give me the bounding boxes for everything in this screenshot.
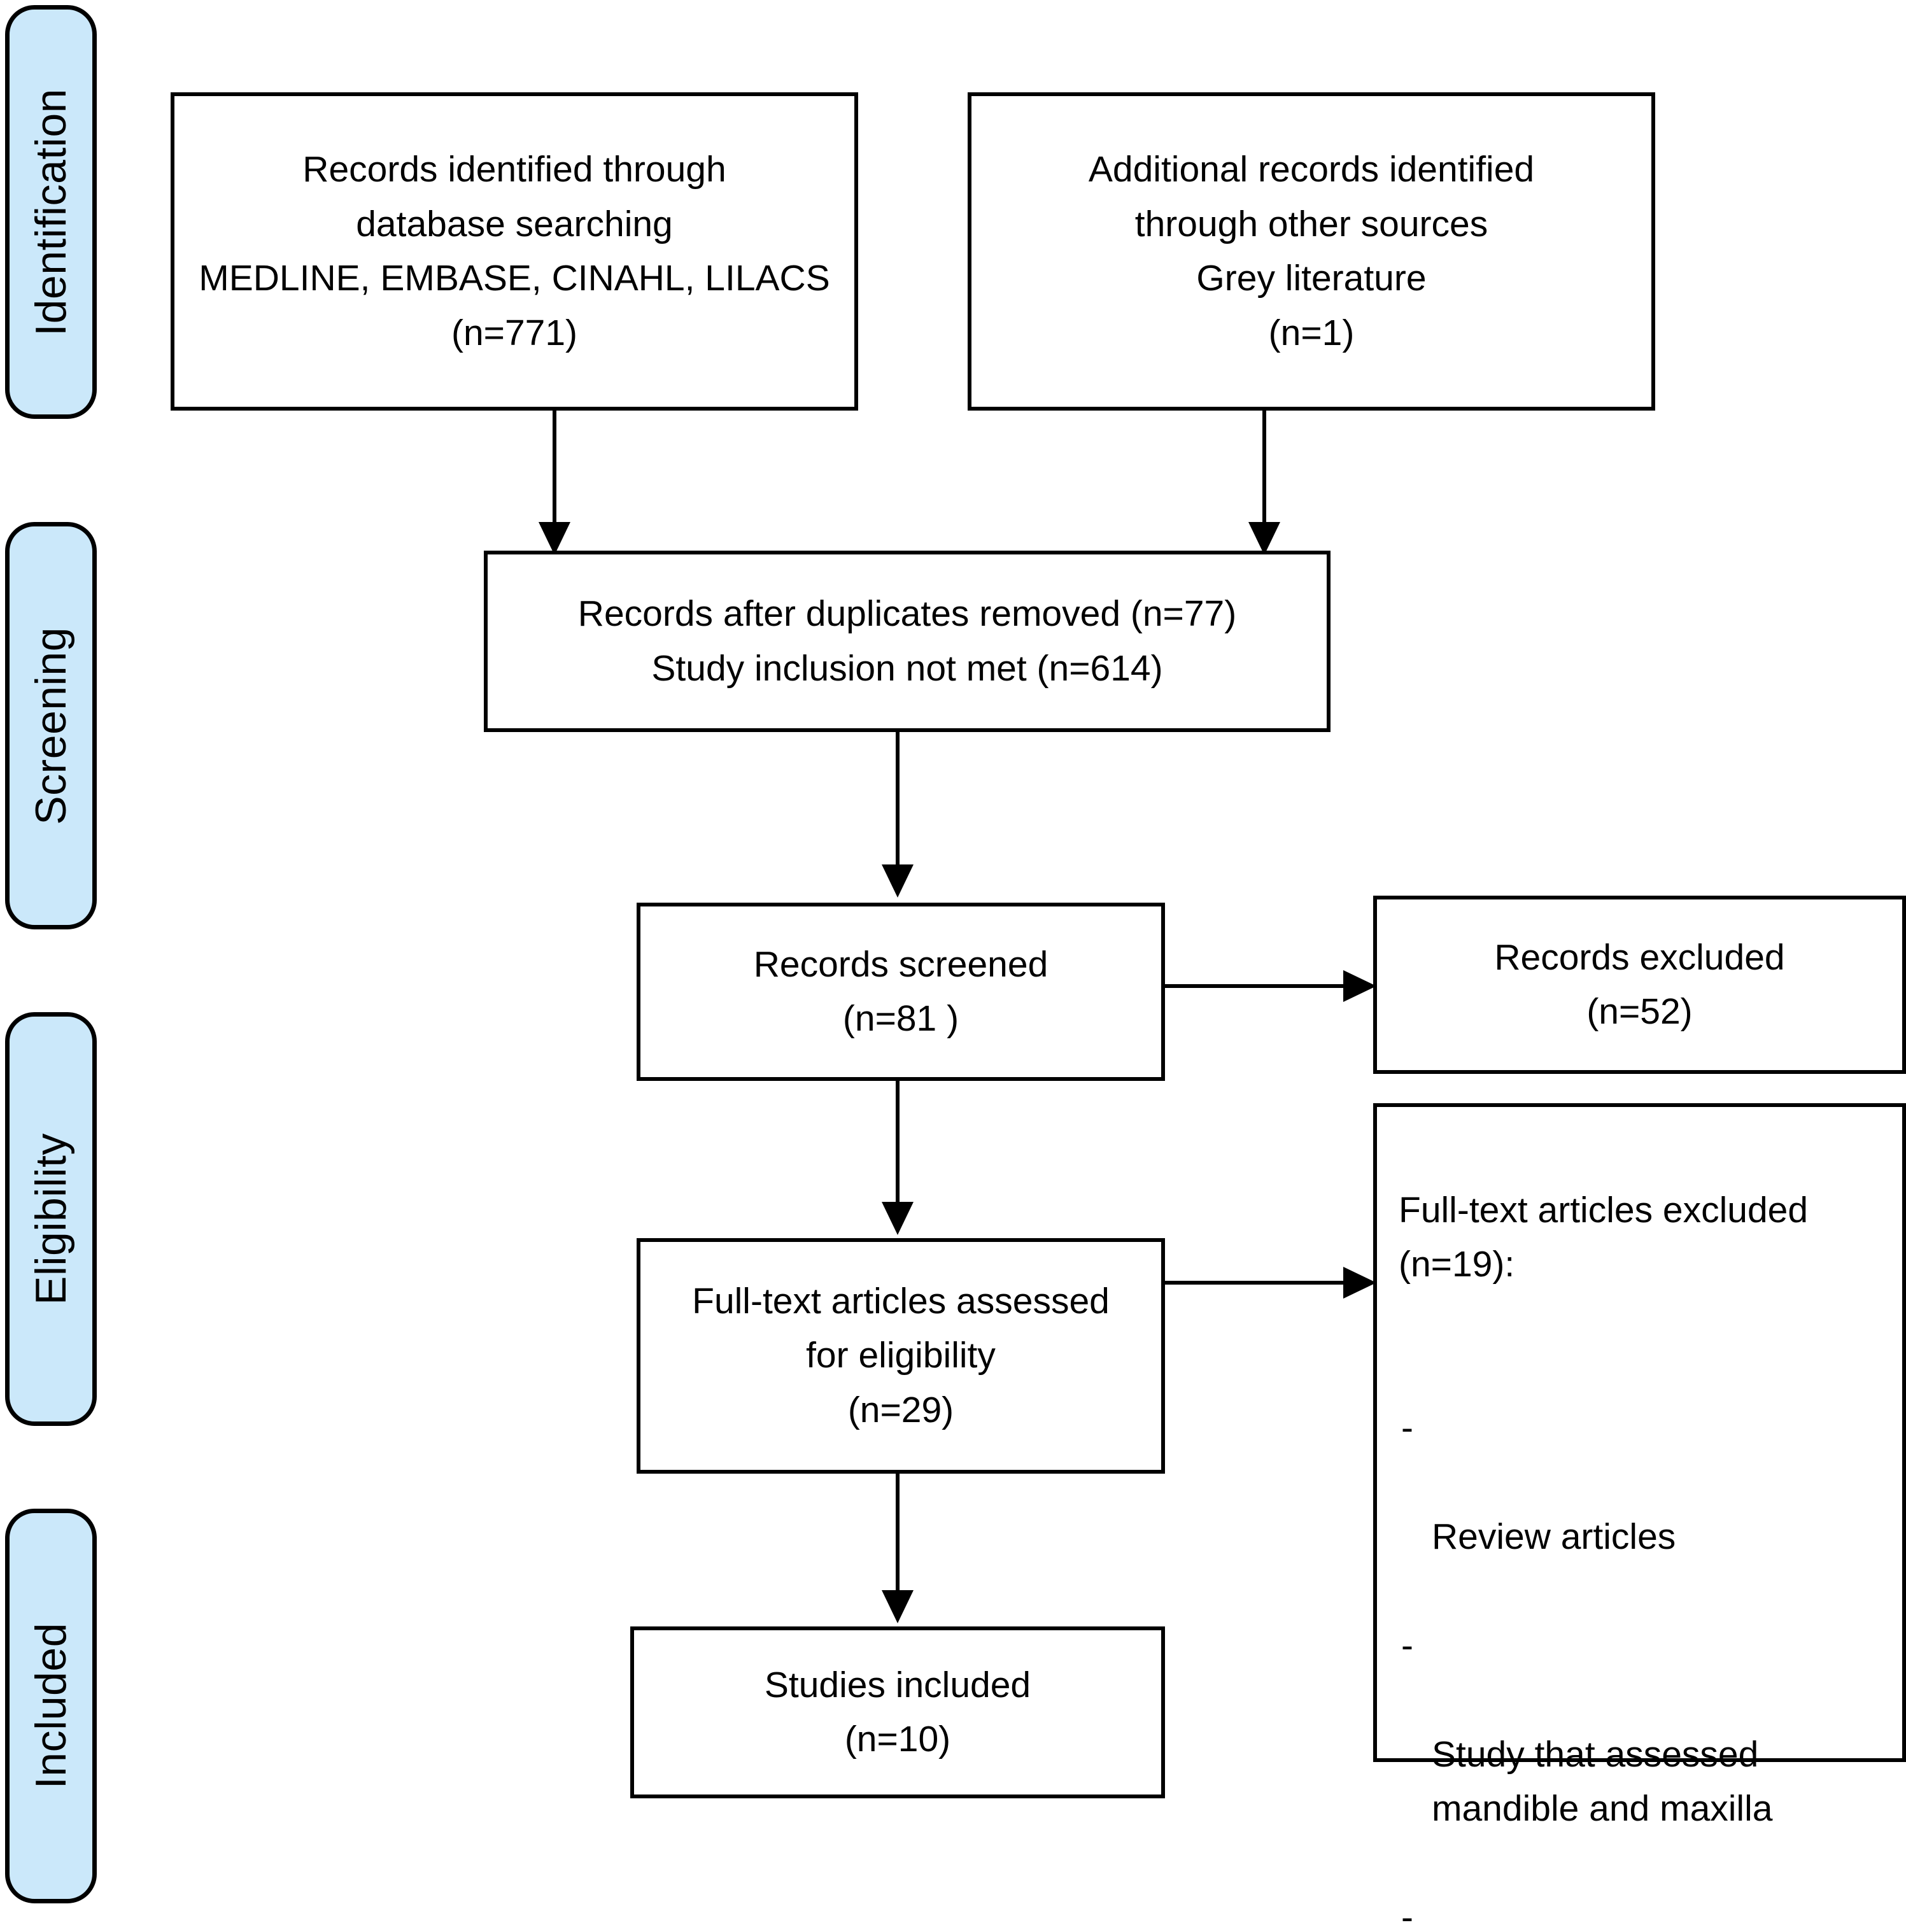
exclusion-reason-item: - Participants with associated syndrome [1399, 1891, 1886, 1932]
box-additional-records-text: Additional records identified through ot… [1088, 149, 1535, 353]
connector-screened-to-excluded [1165, 984, 1350, 988]
stage-label-eligibility: Eligibility [5, 1012, 97, 1426]
arrowhead-additional-to-duplicates [1248, 522, 1280, 555]
stage-label-included-text: Included [27, 1623, 75, 1789]
exclusion-reasons-list: - Review articles - Study that assessed … [1399, 1346, 1886, 1932]
arrowhead-fulltext-to-excluded [1343, 1267, 1376, 1299]
connector-fulltext-to-excluded [1165, 1281, 1350, 1285]
exclusion-reason-item: - Review articles [1399, 1401, 1886, 1565]
box-fulltext-excluded: Full-text articles excluded (n=19): - Re… [1373, 1103, 1906, 1932]
dash-bullet-icon: - [1401, 1407, 1413, 1448]
connector-fulltext-to-included [896, 1474, 900, 1611]
box-duplicates-removed: Records after duplicates removed (n=77) … [484, 551, 1331, 732]
exclusion-reason-text: Review articles [1432, 1516, 1676, 1557]
dash-bullet-icon: - [1401, 1897, 1413, 1932]
dash-bullet-icon: - [1401, 1625, 1413, 1666]
box-records-identified: Records identified through database sear… [171, 92, 858, 411]
box-studies-included-text: Studies included (n=10) [764, 1664, 1031, 1760]
stage-label-screening: Screening [5, 522, 97, 929]
box-studies-included: Studies included (n=10) [630, 1626, 1165, 1798]
stage-label-eligibility-text: Eligibility [27, 1132, 75, 1306]
box-records-screened: Records screened (n=81 ) [637, 903, 1165, 1081]
box-records-excluded-text: Records excluded (n=52) [1494, 936, 1785, 1033]
stage-label-screening-text: Screening [27, 626, 75, 825]
exclusion-reason-item: - Study that assessed mandible and maxil… [1399, 1619, 1886, 1837]
stage-label-identification-text: Identification [27, 88, 75, 336]
exclusion-reason-text: Study that assessed mandible and maxilla [1432, 1733, 1773, 1830]
box-records-identified-text: Records identified through database sear… [199, 149, 830, 353]
arrowhead-identified-to-duplicates [539, 522, 570, 555]
box-duplicates-removed-text: Records after duplicates removed (n=77) … [577, 593, 1237, 689]
box-fulltext-assessed: Full-text articles assessed for eligibil… [637, 1238, 1165, 1474]
connector-additional-to-duplicates [1262, 411, 1266, 552]
arrowhead-fulltext-to-included [882, 1590, 914, 1623]
arrowhead-screened-to-fulltext [882, 1202, 914, 1235]
arrowhead-screened-to-excluded [1343, 970, 1376, 1002]
box-fulltext-assessed-text: Full-text articles assessed for eligibil… [692, 1280, 1110, 1430]
stage-label-identification: Identification [5, 5, 97, 419]
connector-duplicates-to-screened [896, 732, 900, 872]
box-fulltext-excluded-heading: Full-text articles excluded (n=19): [1399, 1189, 1809, 1285]
arrowhead-duplicates-to-screened [882, 864, 914, 898]
box-records-screened-text: Records screened (n=81 ) [753, 943, 1048, 1040]
box-additional-records: Additional records identified through ot… [968, 92, 1655, 411]
box-records-excluded: Records excluded (n=52) [1373, 896, 1906, 1074]
connector-screened-to-fulltext [896, 1081, 900, 1221]
connector-identified-to-duplicates [553, 411, 556, 552]
stage-label-included: Included [5, 1509, 97, 1903]
